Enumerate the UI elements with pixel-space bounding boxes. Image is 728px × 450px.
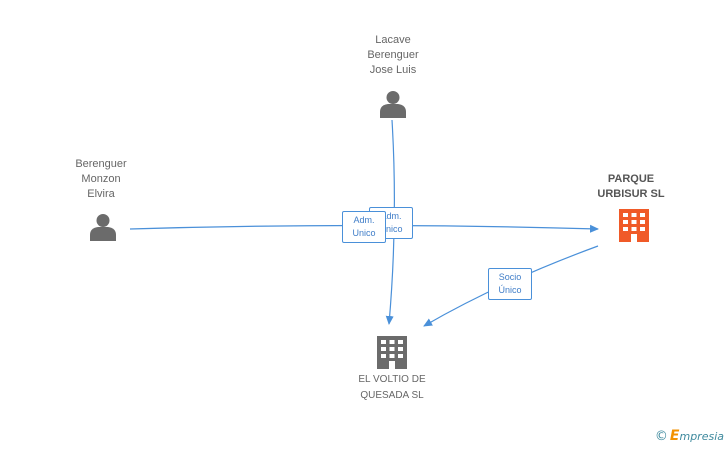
copyright-symbol: © <box>654 429 668 444</box>
node-label-voltio[interactable]: EL VOLTIO DE QUESADA SL <box>332 372 452 404</box>
edge-label-line: Socio <box>498 272 522 282</box>
node-label-parque[interactable]: PARQUE URBISUR SL <box>581 172 681 202</box>
edge-label-adm-unico[interactable]: Adm. Unico <box>342 211 386 243</box>
node-label-line: Berenguer <box>75 158 127 170</box>
edge-label-line: Unico <box>352 228 376 238</box>
brand-name: mpresia <box>679 430 724 443</box>
node-label-line: Berenguer <box>367 49 419 61</box>
edge-label-socio-unico[interactable]: Socio Único <box>488 268 532 300</box>
person-icon[interactable] <box>380 91 406 118</box>
edge-label-line: Adm. <box>380 211 402 221</box>
empresia-watermark: ©Empresia <box>655 428 724 444</box>
edge-label-line: Único <box>498 285 522 295</box>
node-label-line: QUESADA SL <box>360 390 424 401</box>
node-label-lacave[interactable]: Lacave Berenguer Jose Luis <box>343 33 443 78</box>
edge-label-line: Adm. <box>353 215 375 225</box>
node-label-berenguer[interactable]: Berenguer Monzon Elvira <box>51 157 151 202</box>
person-icon[interactable] <box>90 214 116 241</box>
node-label-line: Elvira <box>87 188 115 200</box>
brand-initial: E <box>669 428 680 444</box>
building-icon[interactable] <box>619 209 649 242</box>
node-label-line: PARQUE <box>607 173 655 185</box>
node-label-line: Lacave <box>375 34 411 46</box>
edge-label-line: Unico <box>379 224 403 234</box>
node-label-line: EL VOLTIO DE <box>358 374 426 385</box>
node-label-line: Monzon <box>81 173 121 185</box>
building-icon[interactable] <box>377 336 407 369</box>
node-label-line: Jose Luis <box>369 64 417 76</box>
node-label-line: URBISUR SL <box>597 188 665 200</box>
